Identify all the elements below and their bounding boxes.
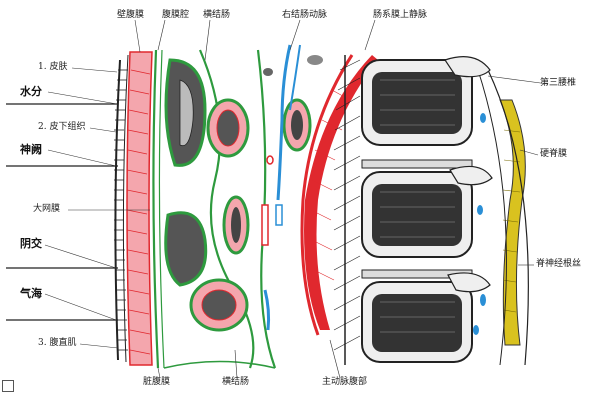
label-shuifen: 水分 (20, 86, 42, 97)
colon-loops (166, 60, 310, 330)
label-skin: 1. 皮肤 (38, 62, 67, 73)
rectus-muscle (127, 52, 152, 365)
label-third-lumbar: 第三腰椎 (540, 78, 576, 89)
label-subcutaneous: 2. 皮下组织 (38, 122, 85, 133)
label-superior-mesenteric-vein: 肠系膜上静脉 (373, 10, 427, 21)
label-cauda-equina: 脊神经根丝 (536, 259, 581, 270)
spinal-vessels (473, 113, 486, 335)
skin-layer (114, 55, 128, 362)
image-placeholder-icon (2, 380, 14, 392)
vertebral-column (362, 60, 472, 362)
label-yinjiao: 阴交 (20, 238, 42, 249)
label-abdominal-aorta: 主动脉腹部 (322, 377, 367, 388)
label-qihai: 气海 (20, 288, 42, 299)
label-transverse-colon-bottom: 横结肠 (222, 377, 249, 388)
label-greater-omentum: 大网膜 (33, 204, 60, 215)
label-visceral-peritoneum: 脏腹膜 (143, 377, 170, 388)
label-shenque: 神阙 (20, 144, 42, 155)
label-peritoneal-cavity: 腹膜腔 (162, 10, 189, 21)
label-dura-mater: 硬脊膜 (540, 149, 567, 160)
label-parietal-peritoneum: 壁腹膜 (117, 10, 144, 21)
dura-and-cauda-equina (478, 70, 528, 365)
label-transverse-colon-top: 横结肠 (203, 10, 230, 21)
label-right-colic-artery: 右结肠动脉 (282, 10, 327, 21)
label-rectus-abdominis: 3. 腹直肌 (38, 338, 76, 349)
